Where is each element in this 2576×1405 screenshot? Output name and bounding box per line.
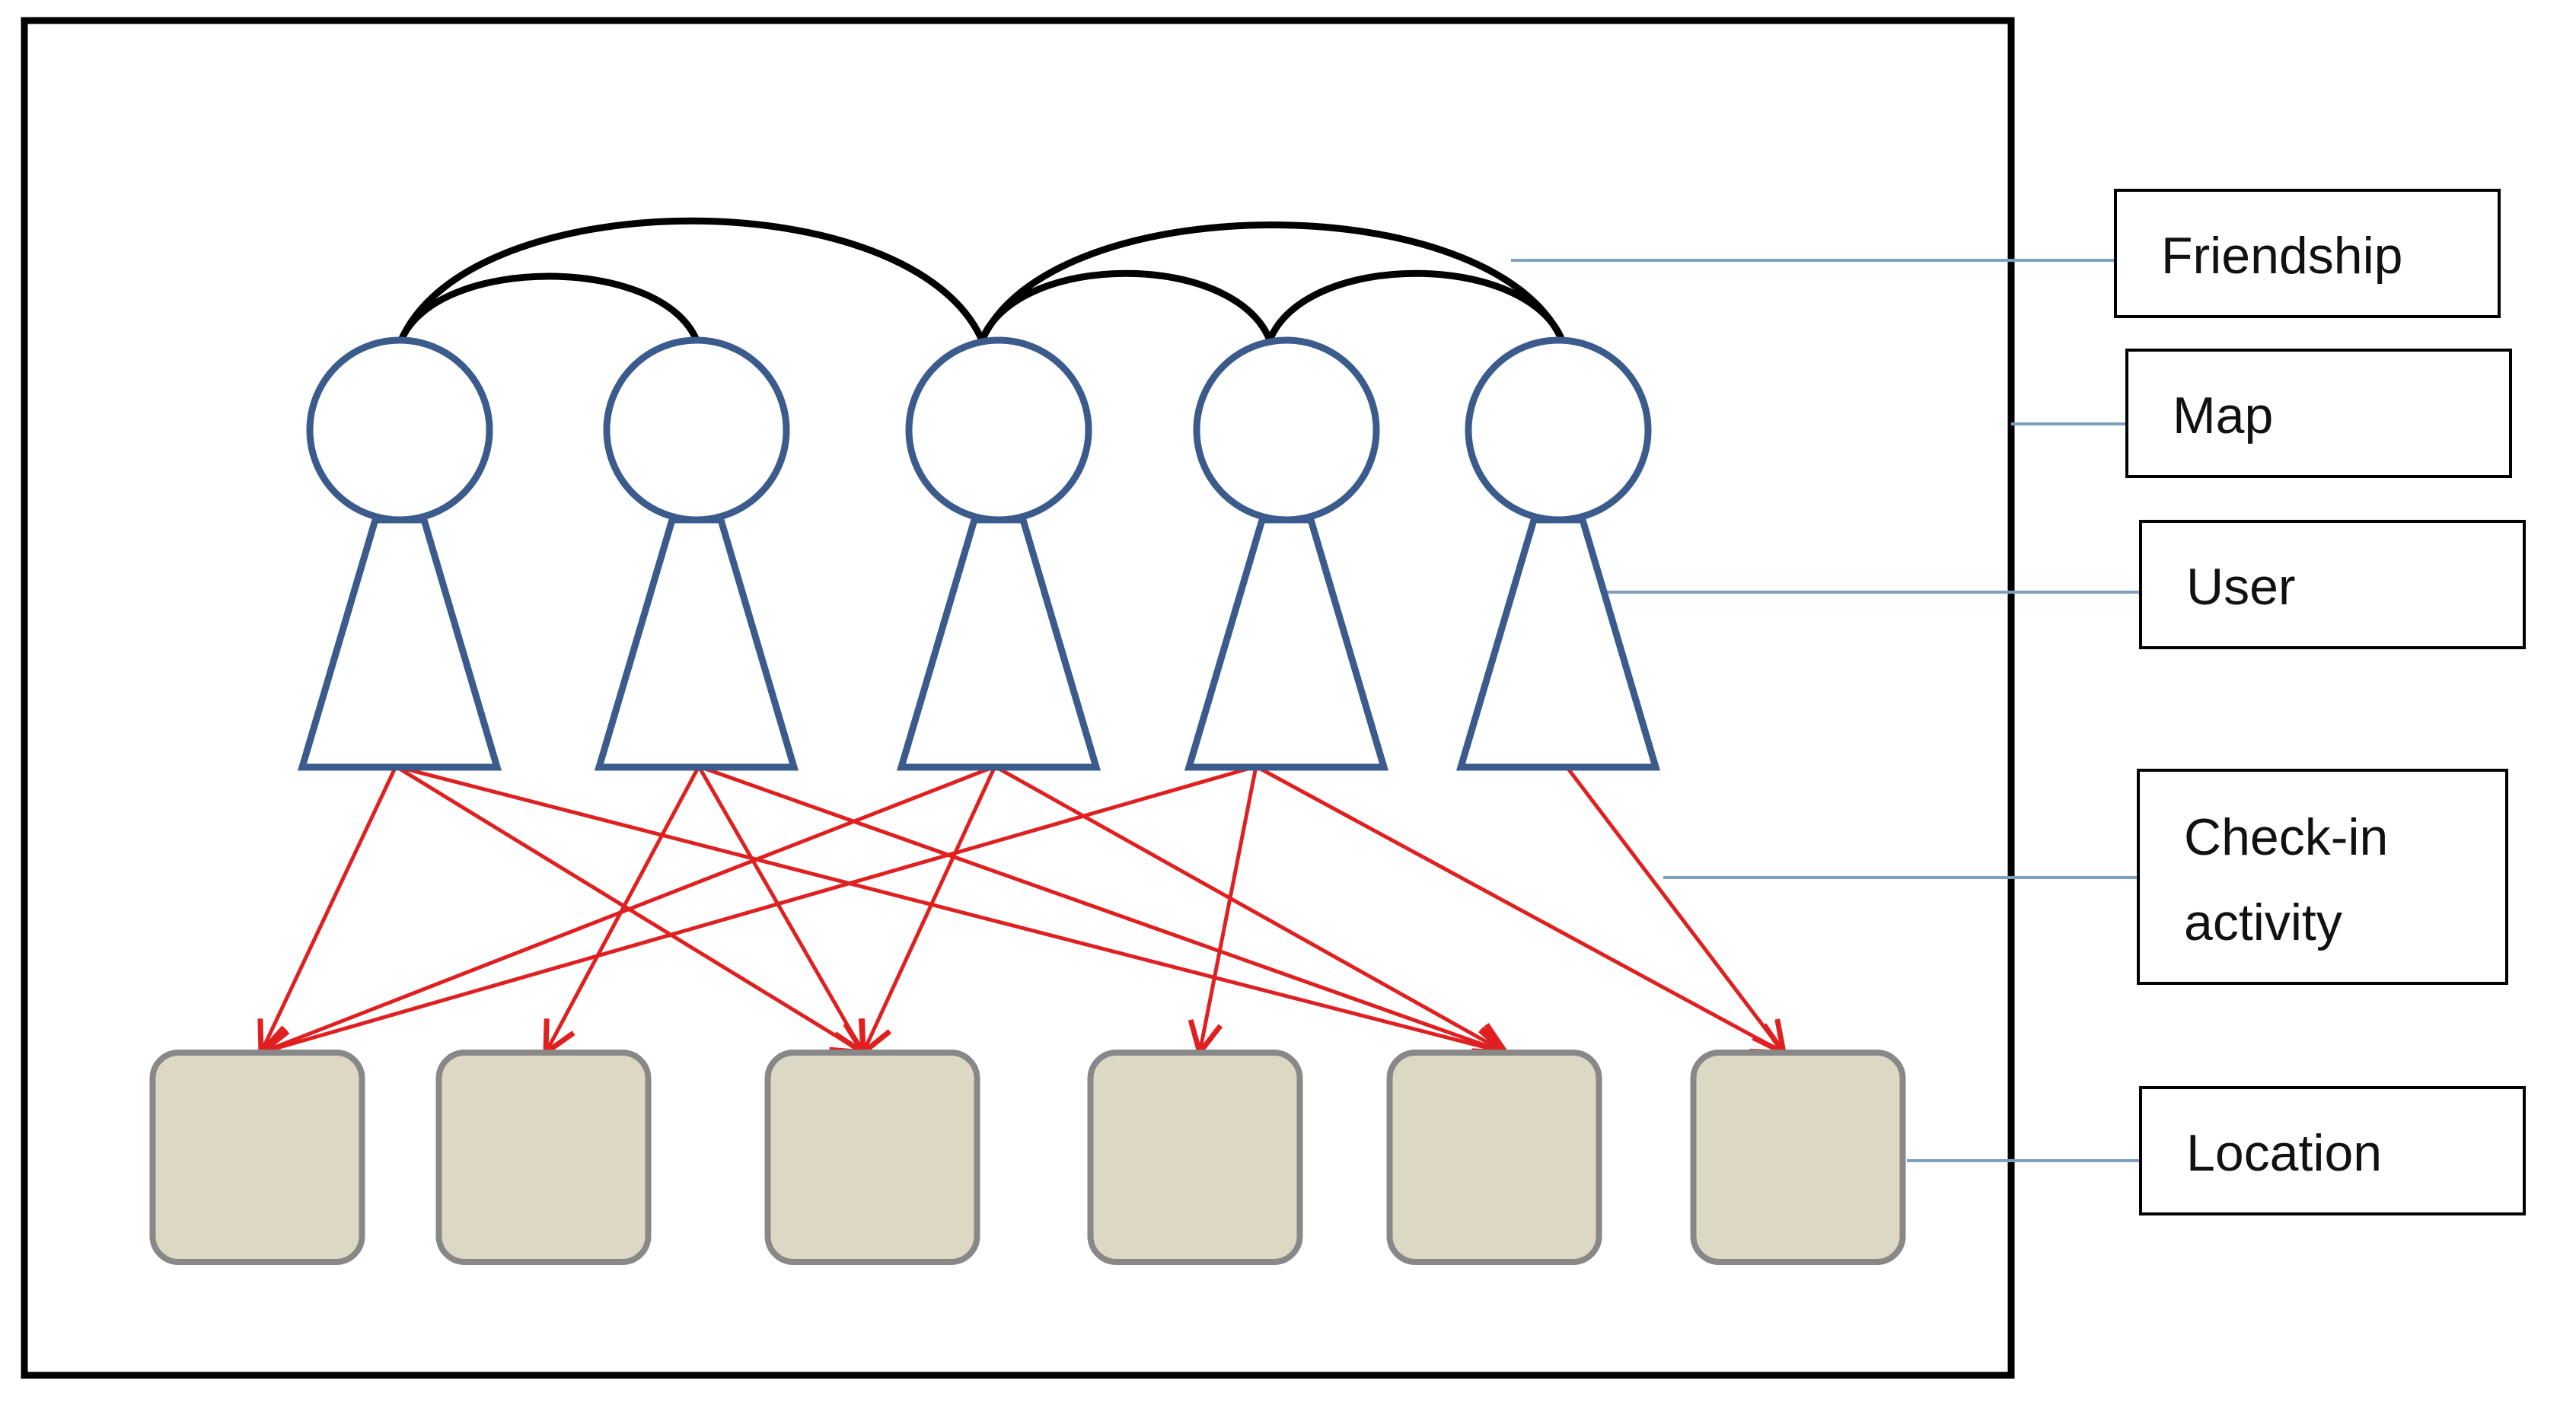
user-node-u1	[297, 336, 502, 771]
check-in-arrow-u3-l1	[261, 764, 996, 1053]
location-node-l2	[435, 1050, 652, 1265]
location-nodes	[149, 1050, 1906, 1265]
user-head-u2	[603, 336, 790, 524]
user-head-u1	[306, 336, 493, 524]
leader-lines	[1511, 259, 2139, 1162]
check-in-arrow-u1-l5	[395, 764, 1506, 1053]
friendship-edge-u1-u3	[397, 217, 986, 342]
location-node-l3	[764, 1050, 980, 1265]
friendship-edge-u4-u5	[1266, 269, 1566, 342]
check-in-arrow-u2-l3	[697, 765, 863, 1053]
location-node-l5	[1386, 1050, 1602, 1265]
legend-friendship: Friendship	[2114, 189, 2501, 318]
legend-check-in-activity: Check-in activity	[2137, 769, 2508, 985]
location-node-l4	[1087, 1050, 1303, 1265]
check-in-arrow-u2-l2	[546, 765, 701, 1053]
check-in-arrows	[261, 764, 1784, 1053]
check-in-arrow-u4-l4	[1200, 766, 1258, 1053]
user-node-u2	[594, 336, 799, 771]
friendship-edges	[397, 217, 1566, 342]
user-head-u3	[905, 336, 1092, 524]
check-in-arrow-u3-l3	[863, 765, 997, 1053]
check-in-arrow-u2-l5	[698, 764, 1506, 1053]
user-node-u3	[896, 336, 1101, 771]
user-head-u5	[1465, 336, 1652, 524]
location-node-l1	[149, 1050, 365, 1265]
legend-location: Location	[2139, 1086, 2526, 1215]
friendship-edge-u3-u5	[978, 221, 1566, 342]
location-node-l6	[1690, 1050, 1906, 1265]
legend-user: User	[2139, 520, 2526, 649]
user-node-u4	[1184, 336, 1389, 771]
user-nodes	[297, 336, 1661, 771]
check-in-arrow-u4-l1	[261, 764, 1257, 1053]
check-in-arrow-u4-l6	[1255, 764, 1784, 1053]
user-node-u5	[1455, 336, 1661, 771]
check-in-arrow-u3-l5	[993, 764, 1506, 1053]
check-in-arrow-u1-l1	[261, 765, 398, 1053]
user-head-u4	[1193, 336, 1380, 524]
legend-map: Map	[2125, 349, 2512, 478]
check-in-arrow-u5-l6	[1567, 767, 1784, 1053]
friendship-edge-u1-u2	[397, 272, 700, 342]
